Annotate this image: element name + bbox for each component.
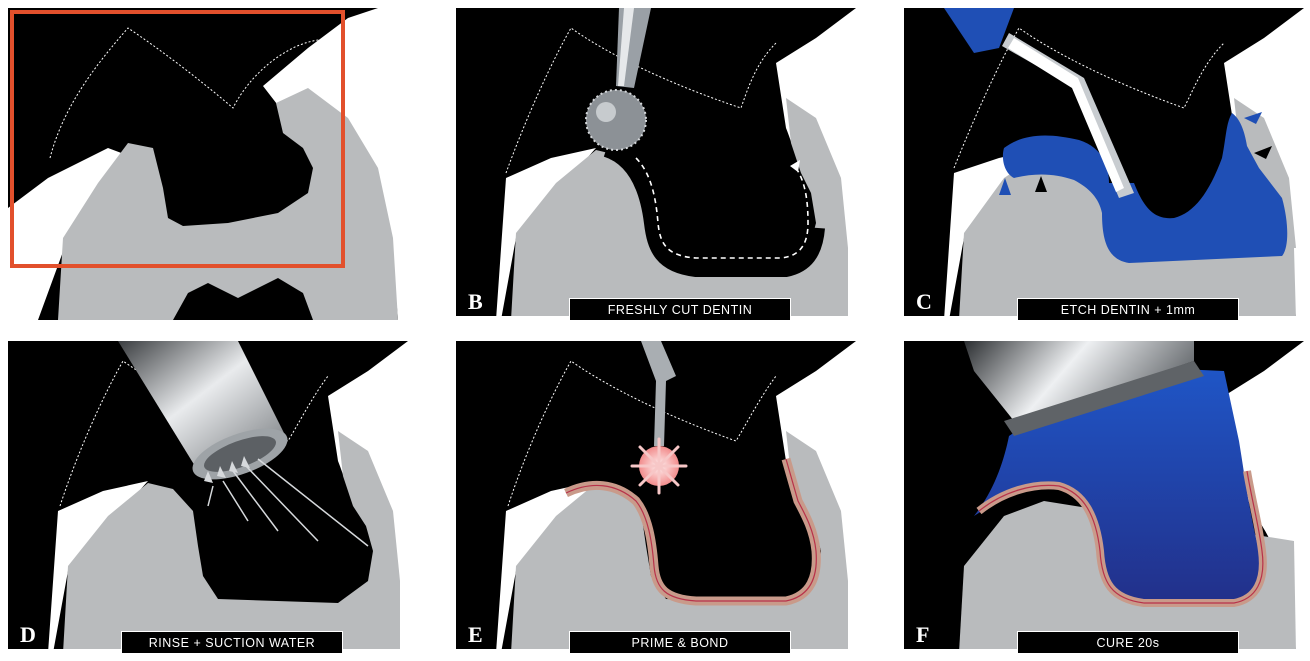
panel-letter: D: [20, 623, 36, 647]
tooth-cross-section-b: [456, 8, 861, 320]
step-caption: FRESHLY CUT DENTIN: [569, 298, 791, 320]
panel-d: D RINSE + SUCTION WATER: [8, 341, 413, 653]
panel-a: A: [8, 8, 413, 320]
tooth-cross-section-f: [904, 341, 1309, 653]
panel-c: C ETCH DENTIN + 1mm: [904, 8, 1309, 320]
step-caption: ETCH DENTIN + 1mm: [1017, 298, 1239, 320]
panel-letter: F: [916, 623, 929, 647]
panel-letter: A: [20, 290, 36, 314]
step-caption: RINSE + SUCTION WATER: [121, 631, 343, 653]
panel-f: F CURE 20s: [904, 341, 1309, 653]
tooth-cross-section-a: [8, 8, 413, 320]
tooth-cross-section-d: [8, 341, 413, 653]
panel-b: B FRESHLY CUT DENTIN: [456, 8, 861, 320]
step-caption: CURE 20s: [1017, 631, 1239, 653]
step-caption: PRIME & BOND: [569, 631, 791, 653]
panel-letter: E: [468, 623, 483, 647]
panel-e: E PRIME & BOND: [456, 341, 861, 653]
tooth-cross-section-c: [904, 8, 1309, 320]
panel-letter: B: [468, 290, 483, 314]
tooth-cross-section-e: [456, 341, 861, 653]
panel-letter: C: [916, 290, 932, 314]
